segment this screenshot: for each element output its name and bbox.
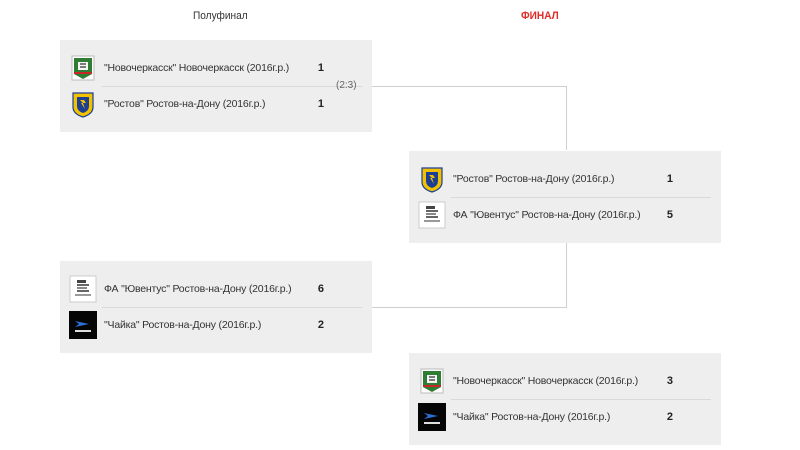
row-divider — [451, 399, 711, 400]
team-row[interactable]: "Новочеркасск" Новочеркасск (2016г.р.) 1 — [60, 50, 372, 86]
team-name[interactable]: "Чайка" Ростов-на-Дону (2016г.р.) — [453, 411, 611, 423]
team-score: 3 — [666, 375, 673, 387]
novocherkassk-crest-icon — [69, 54, 97, 82]
match-card-semifinal-2[interactable]: ФА "Ювентус" Ростов-на-Дону (2016г.р.) 6… — [60, 261, 372, 353]
team-name[interactable]: "Чайка" Ростов-на-Дону (2016г.р.) — [104, 319, 262, 331]
final-title: ФИНАЛ — [521, 10, 559, 22]
team-score: 1 — [317, 62, 324, 74]
semifinal-title: Полуфинал — [193, 10, 248, 22]
team-name[interactable]: "Ростов" Ростов-на-Дону (2016г.р.) — [104, 98, 266, 110]
match-card-semifinal-1[interactable]: "Новочеркасск" Новочеркасск (2016г.р.) 1… — [60, 40, 372, 132]
novocherkassk-crest-icon — [418, 367, 446, 395]
juventus-academy-logo-icon — [69, 275, 97, 303]
team-name[interactable]: ФА "Ювентус" Ростов-на-Дону (2016г.р.) — [453, 209, 641, 221]
rostov-crest-icon — [69, 90, 97, 118]
row-divider — [102, 307, 362, 308]
team-row[interactable]: "Чайка" Ростов-на-Дону (2016г.р.) 2 — [60, 307, 372, 343]
team-score: 2 — [317, 319, 324, 331]
team-name[interactable]: "Ростов" Ростов-на-Дону (2016г.р.) — [453, 173, 615, 185]
team-score: 6 — [317, 283, 324, 295]
team-row[interactable]: ФА "Ювентус" Ростов-на-Дону (2016г.р.) 5 — [409, 197, 721, 233]
row-divider — [102, 86, 362, 87]
rostov-crest-icon — [418, 165, 446, 193]
team-score: 1 — [317, 98, 324, 110]
chayka-logo-icon — [418, 403, 446, 431]
team-score: 1 — [666, 173, 673, 185]
team-row[interactable]: ФА "Ювентус" Ростов-на-Дону (2016г.р.) 6 — [60, 271, 372, 307]
match-card-third-place[interactable]: "Новочеркасск" Новочеркасск (2016г.р.) 3… — [409, 353, 721, 445]
team-name[interactable]: "Новочеркасск" Новочеркасск (2016г.р.) — [104, 62, 290, 74]
match-card-final[interactable]: "Ростов" Ростов-на-Дону (2016г.р.) 1 ФА … — [409, 151, 721, 243]
team-score: 5 — [666, 209, 673, 221]
aggregate-score: (2:3) — [336, 80, 357, 91]
team-row[interactable]: "Ростов" Ростов-на-Дону (2016г.р.) 1 — [409, 161, 721, 197]
chayka-logo-icon — [69, 311, 97, 339]
team-name[interactable]: "Новочеркасск" Новочеркасск (2016г.р.) — [453, 375, 639, 387]
team-score: 2 — [666, 411, 673, 423]
team-name[interactable]: ФА "Ювентус" Ростов-на-Дону (2016г.р.) — [104, 283, 292, 295]
team-row[interactable]: "Ростов" Ростов-на-Дону (2016г.р.) 1 — [60, 86, 372, 122]
team-row[interactable]: "Новочеркасск" Новочеркасск (2016г.р.) 3 — [409, 363, 721, 399]
team-row[interactable]: "Чайка" Ростов-на-Дону (2016г.р.) 2 — [409, 399, 721, 435]
row-divider — [451, 197, 711, 198]
juventus-academy-logo-icon — [418, 201, 446, 229]
